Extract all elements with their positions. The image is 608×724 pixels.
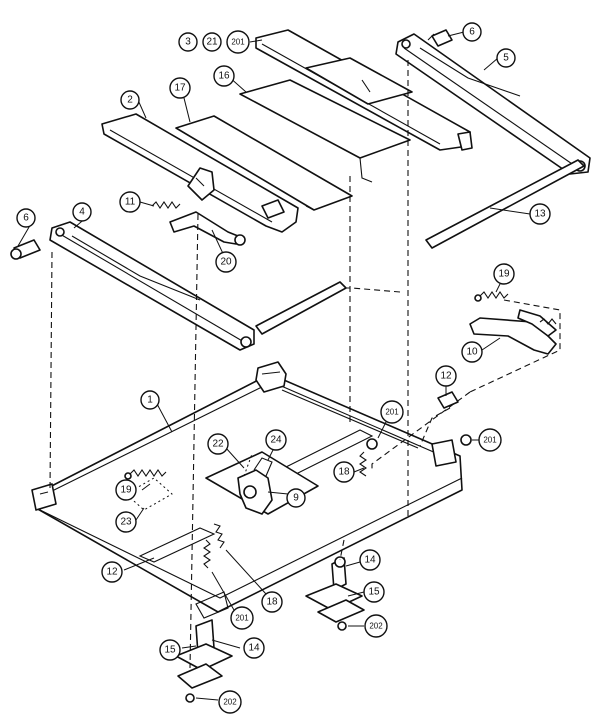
spring-19-right — [474, 291, 509, 302]
svg-text:12: 12 — [106, 567, 118, 578]
callout-21: 21 — [202, 32, 222, 52]
svg-text:14: 14 — [364, 555, 376, 566]
callout-20: 20 — [215, 251, 237, 273]
rod-13 — [425, 159, 585, 249]
svg-text:19: 19 — [498, 269, 510, 280]
lever-20 — [169, 211, 246, 246]
svg-text:16: 16 — [218, 71, 230, 82]
callout-23: 23 — [115, 511, 137, 533]
rail-5 — [395, 33, 591, 175]
callout-19-left: 19 — [115, 479, 137, 501]
callout-6-left: 6 — [16, 208, 36, 228]
rail-4 — [49, 221, 255, 351]
callout-202-right: 202 — [364, 614, 388, 638]
svg-text:15: 15 — [164, 645, 176, 656]
svg-text:6: 6 — [23, 213, 29, 224]
callout-18-bottom: 18 — [261, 591, 283, 613]
callout-11: 11 — [119, 191, 141, 213]
plate-15-right — [305, 583, 365, 623]
callout-12-left: 12 — [101, 561, 123, 583]
callout-15-left: 15 — [159, 639, 181, 661]
svg-text:11: 11 — [125, 197, 136, 208]
nut-201-mid — [366, 438, 378, 450]
svg-text:10: 10 — [466, 347, 478, 358]
callout-2: 2 — [120, 90, 140, 110]
callout-14-left: 14 — [243, 637, 265, 659]
svg-text:23: 23 — [120, 517, 132, 528]
plate-17 — [175, 115, 353, 211]
callout-12-right: 12 — [435, 365, 457, 387]
screw-12-right — [437, 391, 459, 409]
spring-18-bottom — [203, 523, 225, 569]
callout-4: 4 — [72, 202, 92, 222]
callout-16: 16 — [213, 65, 235, 87]
svg-text:202: 202 — [223, 698, 237, 707]
callout-1: 1 — [140, 390, 160, 410]
svg-text:5: 5 — [503, 53, 509, 64]
bracket-9 — [237, 457, 273, 515]
callout-22: 22 — [207, 433, 229, 455]
svg-text:201: 201 — [231, 38, 245, 47]
screw-6-top — [427, 29, 453, 47]
svg-text:9: 9 — [293, 493, 299, 504]
svg-text:201: 201 — [483, 436, 497, 445]
screw-6-left — [10, 239, 41, 260]
svg-text:24: 24 — [270, 435, 282, 446]
svg-text:201: 201 — [385, 408, 399, 417]
svg-text:20: 20 — [220, 257, 232, 268]
top-cover-plate — [255, 29, 473, 151]
callout-202-left: 202 — [218, 690, 242, 714]
spring-19-left — [124, 469, 167, 480]
plate-16 — [239, 79, 411, 183]
callout-201-mid: 201 — [380, 400, 404, 424]
callout-19-right: 19 — [493, 263, 515, 285]
svg-text:17: 17 — [174, 83, 186, 94]
assembly-lines — [49, 60, 561, 669]
svg-text:202: 202 — [369, 622, 383, 631]
frame-2 — [101, 113, 299, 233]
callout-201-top: 201 — [226, 30, 250, 54]
svg-text:15: 15 — [368, 587, 380, 598]
lever-10 — [469, 309, 557, 355]
callout-15-right: 15 — [363, 581, 385, 603]
spring-18-right — [359, 451, 367, 477]
screw-202-left — [185, 693, 195, 703]
callout-14-right: 14 — [359, 549, 381, 571]
callout-17: 17 — [169, 77, 191, 99]
svg-text:201: 201 — [235, 614, 249, 623]
nut-201-right — [460, 434, 472, 446]
svg-text:22: 22 — [212, 439, 224, 450]
callout-201-bottom: 201 — [230, 606, 254, 630]
screw-202-right — [337, 621, 347, 631]
svg-text:13: 13 — [534, 209, 546, 220]
svg-text:4: 4 — [79, 207, 85, 218]
svg-text:19: 19 — [120, 485, 132, 496]
svg-text:6: 6 — [469, 27, 475, 38]
svg-text:12: 12 — [440, 371, 452, 382]
spring-11 — [151, 201, 181, 209]
svg-text:14: 14 — [248, 643, 260, 654]
svg-text:3: 3 — [185, 37, 191, 48]
plate-15-left — [175, 643, 233, 689]
callout-13: 13 — [529, 203, 551, 225]
svg-text:18: 18 — [266, 597, 278, 608]
callout-18-right: 18 — [333, 461, 355, 483]
callout-201-right: 201 — [478, 428, 502, 452]
callout-10: 10 — [461, 341, 483, 363]
callout-5: 5 — [496, 48, 516, 68]
svg-text:18: 18 — [338, 467, 350, 478]
callout-9: 9 — [286, 488, 306, 508]
callout-24: 24 — [265, 429, 287, 451]
callout-6-top: 6 — [462, 22, 482, 42]
svg-text:1: 1 — [147, 395, 153, 406]
callout-3: 3 — [178, 32, 198, 52]
rod-under-rail — [255, 281, 347, 335]
svg-text:21: 21 — [206, 37, 218, 48]
svg-text:2: 2 — [127, 95, 133, 106]
